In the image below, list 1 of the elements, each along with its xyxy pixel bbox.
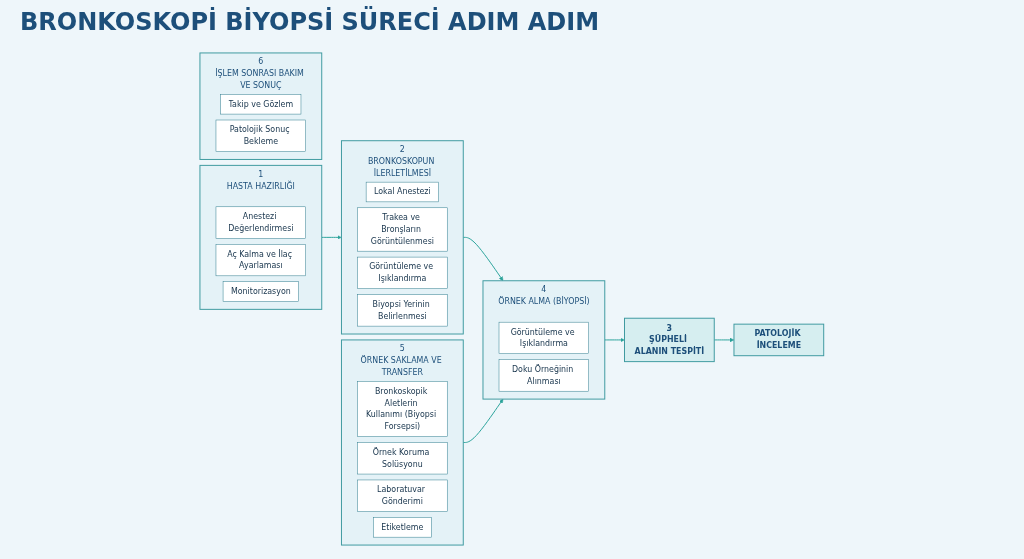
diagram-title: BRONKOSKOPİ BİYOPSİ SÜRECİ ADIM ADIM bbox=[19, 5, 601, 38]
